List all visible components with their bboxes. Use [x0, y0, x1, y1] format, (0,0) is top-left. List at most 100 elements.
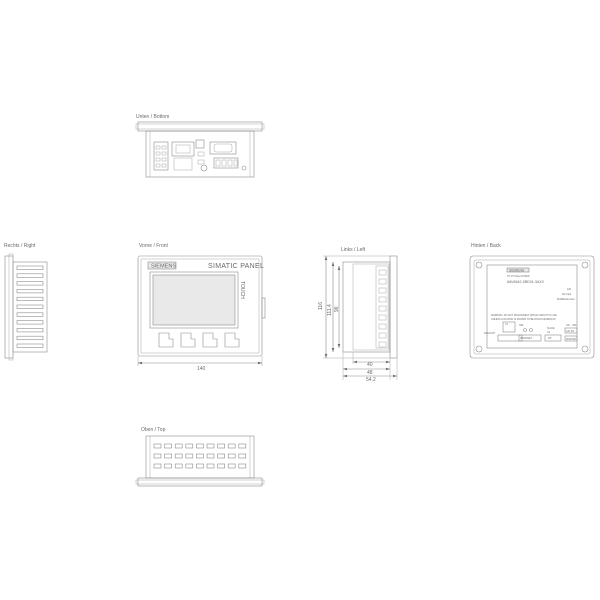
- rear-view: Hinten / Back SIEMENS TP 170 Panel PN/DP…: [469, 243, 595, 359]
- right-view-label: Rechts / Right: [4, 243, 36, 249]
- rear-warning2: UNLESS LOCATION IS KNOWN TO BE NON-HAZAR…: [491, 318, 556, 321]
- svg-text:OFF: OFF: [572, 324, 577, 327]
- front-view-label: Vorne / Front: [139, 243, 169, 249]
- bottom-bezel: [137, 121, 263, 132]
- product-name: SIMATIC PANEL: [208, 263, 264, 270]
- rear-side2: SD Card: [562, 293, 572, 296]
- vent-slot: [153, 453, 162, 459]
- vent-slot: [16, 273, 44, 278]
- rear-bezel: [469, 255, 595, 359]
- svg-text:X1: X1: [505, 323, 509, 326]
- left-housing: [342, 261, 391, 353]
- vent-slot: [16, 281, 44, 286]
- vent-slot: [153, 463, 162, 469]
- vent-slot: [153, 443, 162, 449]
- vent-slot: [16, 312, 44, 317]
- power-connector: [213, 157, 239, 169]
- vent-slot: [238, 453, 247, 459]
- vent-slot: [16, 328, 44, 333]
- rear-brand: SIEMENS: [509, 268, 525, 272]
- vent-slot: [164, 453, 172, 459]
- vent-slot: [16, 343, 44, 348]
- vent-slot: [196, 463, 204, 469]
- brand-plate: [147, 261, 177, 270]
- svg-text:PROFINET: PROFINET: [520, 337, 533, 340]
- rear-warning1: WARNING: DO NOT DISCONNECT WHILE CIRCUIT…: [491, 314, 557, 317]
- port-x1: [502, 321, 516, 333]
- function-key-3: [202, 332, 218, 348]
- rear-side3: MultiMedia Card: [557, 298, 575, 301]
- svg-text:X80: X80: [519, 324, 524, 327]
- vent-slot: [238, 443, 247, 449]
- svg-text:DISLIGHT: DISLIGHT: [484, 332, 496, 335]
- screw-icon: [475, 345, 483, 353]
- left-view: Links / Left 116 111.4 96 40 48 54.2: [318, 247, 398, 383]
- brand-text: SIEMENS: [151, 264, 176, 270]
- vent-slot: [16, 296, 44, 302]
- svg-text:SLAVE: SLAVE: [547, 327, 555, 330]
- vent-slot: [196, 453, 204, 459]
- vent-slot: [16, 304, 44, 309]
- screw-icon: [475, 261, 483, 269]
- left-height-b-value: 96: [334, 306, 340, 312]
- dsub-connector: [209, 141, 237, 155]
- touch-text: TOUCH: [239, 281, 245, 299]
- rear-label-line2: 6AV6642-0BD01-3AX0: [507, 280, 544, 284]
- rear-housing: [486, 264, 578, 349]
- rear-label-line1: TP 170 Panel PN/DP: [507, 275, 530, 278]
- svg-text:X2: X2: [547, 331, 551, 334]
- vent-slot: [164, 443, 172, 449]
- vent-slot: [174, 443, 183, 449]
- left-height-total-value: 116: [318, 302, 324, 310]
- port-profinet: [518, 334, 542, 342]
- vent-slot: [174, 453, 183, 459]
- port-24v: [564, 327, 578, 334]
- vent-slot: [16, 265, 44, 270]
- bottom-view-label: Unten / Bottom: [136, 114, 169, 120]
- left-depth-b-value: 48: [367, 370, 373, 376]
- svg-text:DP: DP: [548, 337, 552, 340]
- rib: [378, 287, 387, 294]
- left-depth-c-value: 54.2: [366, 377, 376, 383]
- vent-slot: [185, 463, 194, 469]
- port-master: [564, 335, 578, 342]
- rear-side1: 100: [567, 288, 572, 291]
- front-view: Vorne / Front SIEMENS SIMATIC PANEL TOUC…: [137, 243, 266, 372]
- front-width-value: 140: [197, 366, 206, 372]
- left-bezel: [389, 255, 398, 359]
- right-view: Rechts / Right: [4, 243, 48, 361]
- bottom-view: Unten / Bottom: [135, 114, 265, 178]
- vent-slot: [238, 463, 247, 469]
- vent-slot: [196, 443, 204, 449]
- screw-icon: [581, 261, 589, 269]
- vent-slot: [227, 463, 236, 469]
- rear-brand-plate: [506, 267, 530, 273]
- rear-view-label: Hinten / Back: [471, 243, 501, 249]
- top-housing: [145, 435, 255, 479]
- left-view-label: Links / Left: [341, 247, 366, 253]
- top-view-label: Oben / Top: [141, 427, 166, 433]
- display-screen: [149, 271, 239, 329]
- bottom-housing: [145, 130, 255, 178]
- left-height-a-value: 111.4: [327, 304, 333, 316]
- rib: [378, 314, 387, 321]
- svg-text:MASTER: MASTER: [566, 338, 576, 341]
- rib: [378, 323, 387, 330]
- vent-slot: [217, 463, 225, 469]
- function-key-1: [158, 332, 174, 348]
- vent-slot: [206, 463, 215, 469]
- usb-connector: [153, 141, 169, 171]
- vent-slot: [217, 453, 225, 459]
- svg-text:ON: ON: [566, 324, 570, 327]
- vent-slot: [16, 335, 44, 341]
- port-dislight: [497, 334, 523, 342]
- vent-slot: [206, 453, 215, 459]
- vent-slot: [16, 320, 44, 325]
- vent-slot: [206, 443, 215, 449]
- vent-slot: [16, 289, 44, 294]
- vent-slot: [174, 463, 183, 469]
- function-key-2: [180, 332, 196, 348]
- port-dp: [544, 334, 562, 342]
- rib: [378, 305, 387, 312]
